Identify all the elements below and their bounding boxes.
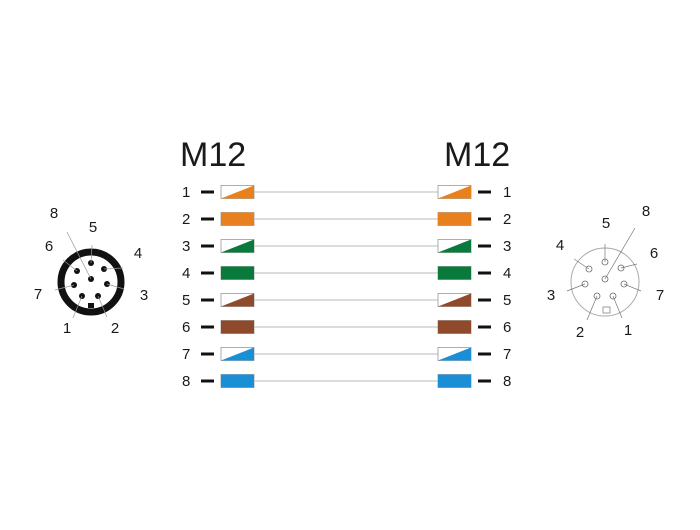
right-pin-dash [478,244,491,248]
male-pin-label: 5 [89,219,97,236]
left-pin-number: 5 [182,292,190,309]
male-pin-label: 8 [50,205,58,222]
right-pin-number: 6 [503,319,511,336]
male-pin-leader [103,267,124,270]
left-pin-dash [201,379,214,383]
right-pin-dash [478,298,491,302]
right-pin-dash [478,352,491,356]
right-pin-dash [478,217,491,221]
right-wire-stripe [438,239,471,253]
female-pin-label: 1 [624,322,632,339]
left-wire-stripe [221,185,254,199]
right-connector-title: M12 [444,136,510,174]
male-pin-label: 3 [140,287,148,304]
female-pin-leader [620,263,638,269]
right-pin-number: 8 [503,373,511,390]
right-wire-stripe [438,347,471,361]
female-pin-label: 7 [656,287,664,304]
left-pin-dash [201,271,214,275]
right-pin-dash [478,325,491,329]
male-pin-label: 6 [45,238,53,255]
female-pin-leader [566,283,586,292]
left-pin-number: 2 [182,211,190,228]
female-connector-face: 1 2 3 4 5 6 7 8 [547,203,664,341]
female-pin-leader [612,295,623,319]
right-wire-solid [438,374,471,388]
male-pin-leader [54,284,75,291]
left-pin-dash [201,298,214,302]
female-key-notch [602,306,611,314]
left-wire-stripe [221,293,254,307]
right-pin-number: 7 [503,346,511,363]
right-pin-dash [478,190,491,194]
left-wire-solid [221,266,254,280]
male-pin-leader [97,295,108,318]
left-wire-solid [221,212,254,226]
left-pin-number: 8 [182,373,190,390]
right-wire-solid [438,212,471,226]
right-pin-dash [478,379,491,383]
right-pin-number: 3 [503,238,511,255]
left-wire-solid [221,320,254,334]
male-pin-label: 1 [63,320,71,337]
female-pin-label: 5 [602,215,610,232]
left-pin-dash [201,352,214,356]
left-connector-title: M12 [180,136,246,174]
female-pin-label: 6 [650,245,658,262]
male-pin-label: 4 [134,245,142,262]
male-pin-leader [106,283,125,290]
male-pin-leader [66,231,92,280]
right-pin-number: 2 [503,211,511,228]
female-pin-label: 4 [556,237,564,254]
male-pin-leader [90,244,93,264]
right-pin-dash [478,271,491,275]
right-wire-stripe [438,185,471,199]
female-pin-leader [586,295,598,321]
right-pin-number: 5 [503,292,511,309]
male-pin-leader [62,259,78,272]
left-pin-number: 3 [182,238,190,255]
male-pin-label: 2 [111,320,119,337]
left-pin-dash [201,244,214,248]
female-pin-label: 8 [642,203,650,220]
left-wire-stripe [221,239,254,253]
right-pin-number: 4 [503,265,511,282]
left-pin-number: 7 [182,346,190,363]
male-pin-leader [72,295,83,319]
right-wire-solid [438,266,471,280]
left-pin-dash [201,190,214,194]
left-pin-number: 6 [182,319,190,336]
female-pin-label: 3 [547,287,555,304]
left-pin-number: 1 [182,184,190,201]
male-pin-label: 7 [34,286,42,303]
female-pin-label: 2 [576,324,584,341]
left-wire-solid [221,374,254,388]
female-pin-leader [573,258,590,270]
right-pin-number: 1 [503,184,511,201]
right-wire-stripe [438,293,471,307]
left-wire-stripe [221,347,254,361]
right-wire-solid [438,320,471,334]
female-pin-leader [623,283,642,292]
left-pin-dash [201,217,214,221]
left-pin-number: 4 [182,265,190,282]
male-connector-face: 1 2 3 4 5 6 7 8 [34,205,148,337]
left-pin-dash [201,325,214,329]
male-key-notch [88,303,94,308]
female-pin-leader [604,227,636,280]
